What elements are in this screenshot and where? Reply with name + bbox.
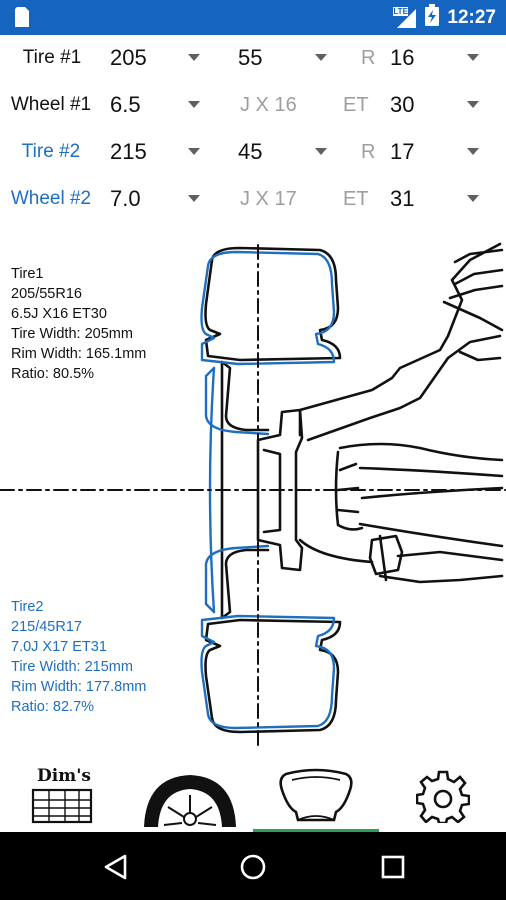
tire1-info-size: 205/55R16 [11, 286, 82, 302]
wheel-icon [143, 775, 236, 827]
system-navigation-bar [0, 832, 506, 900]
tire1-info: Tire1 205/55R16 6.5J X16 ET30 Tire Width… [11, 264, 146, 384]
wheel1-et-label: ET [343, 93, 369, 116]
tire2-info-tire-width: Tire Width: 215mm [11, 659, 133, 675]
tire2-rim-value: 17 [390, 139, 415, 164]
wheel1-label: Wheel #1 [10, 94, 92, 115]
battery-charging-icon [425, 4, 440, 31]
dimensions-tab[interactable]: Dim's [0, 760, 126, 832]
tire1-info-ratio: Ratio: 80.5% [11, 366, 95, 382]
tire1-profile-select[interactable]: 55 [238, 35, 338, 81]
tire2-info: Tire2 215/45R17 7.0J X17 ET31 Tire Width… [11, 597, 146, 717]
network-type-label: LTE [393, 6, 408, 16]
chevron-down-icon[interactable] [315, 54, 327, 61]
tire1-rim-select[interactable]: 16 [390, 35, 490, 81]
hub-drawing [256, 408, 304, 572]
chevron-down-icon[interactable] [188, 54, 200, 61]
tire2-rim-select[interactable]: 17 [390, 129, 490, 175]
wheel2-offset-select[interactable]: 31 [390, 176, 490, 222]
tire2-label: Tire #2 [21, 141, 81, 162]
chevron-down-icon[interactable] [188, 195, 200, 202]
wheel1-offset-select[interactable]: 30 [390, 82, 490, 128]
wheel2-offset-value: 31 [390, 186, 415, 211]
wheel2-label: Wheel #2 [10, 188, 92, 209]
wheel1-row: Wheel #1 6.5 J X 16 ET 30 [0, 82, 506, 128]
tire2-info-title: Tire2 [11, 599, 44, 615]
recents-square-icon [381, 855, 405, 879]
tire2-info-wheel: 7.0J X17 ET31 [11, 639, 107, 655]
active-tab-indicator [253, 829, 379, 832]
suspension-drawing [298, 242, 504, 584]
wheel1-offset-value: 30 [390, 92, 415, 117]
tire1-label: Tire #1 [22, 47, 82, 68]
bottom-toolbar: Dim's [0, 760, 506, 832]
tire1-width-select[interactable]: 205 [110, 35, 210, 81]
tire-profile-icon [279, 768, 353, 822]
settings-tab[interactable] [379, 760, 506, 832]
tire1-radial-label: R [361, 46, 376, 69]
tire2-profile-value: 45 [238, 139, 263, 164]
tire1-info-title: Tire1 [11, 266, 44, 282]
chevron-down-icon[interactable] [467, 148, 479, 155]
chevron-down-icon[interactable] [467, 101, 479, 108]
tire2-info-rim-width: Rim Width: 177.8mm [11, 679, 147, 695]
wheel2-et-label: ET [343, 187, 369, 210]
chevron-down-icon[interactable] [315, 148, 327, 155]
tire1-row: Tire #1 205 55 R 16 [0, 35, 506, 81]
tire1-rim-value: 16 [390, 45, 415, 70]
wheel2-width-value: 7.0 [110, 186, 141, 211]
wheel1-diameter-label: J X 16 [240, 93, 297, 116]
wheel1-width-select[interactable]: 6.5 [110, 82, 210, 128]
wheel-tab[interactable] [126, 760, 253, 832]
tire2-width-value: 215 [110, 139, 147, 164]
recents-button[interactable] [376, 850, 410, 884]
status-bar: LTE 12:27 [0, 0, 506, 35]
chevron-down-icon[interactable] [467, 195, 479, 202]
tire1-info-tire-width: Tire Width: 205mm [11, 326, 133, 342]
tire1-profile-value: 55 [238, 45, 263, 70]
network-signal-icon: LTE [393, 6, 417, 29]
home-button[interactable] [236, 850, 270, 884]
tire-profile-tab[interactable] [253, 760, 379, 832]
tire1-info-wheel: 6.5J X16 ET30 [11, 306, 107, 322]
wheel2-row: Wheel #2 7.0 J X 17 ET 31 [0, 176, 506, 222]
back-button[interactable] [98, 850, 132, 884]
settings-gear-icon [415, 770, 470, 823]
wheel-comparison-diagram [0, 242, 506, 746]
wheel1-width-value: 6.5 [110, 92, 141, 117]
clock-time: 12:27 [447, 6, 496, 28]
home-circle-icon [240, 854, 266, 880]
sim-card-icon [15, 7, 29, 32]
wheel2-width-select[interactable]: 7.0 [110, 176, 210, 222]
dimensions-table-icon: Dim's [31, 766, 95, 826]
tire2-info-ratio: Ratio: 82.7% [11, 699, 95, 715]
tire2-width-select[interactable]: 215 [110, 129, 210, 175]
tire1-width-value: 205 [110, 45, 147, 70]
dimensions-label: Dim's [37, 766, 91, 786]
tire2-profile-select[interactable]: 45 [238, 129, 338, 175]
tire2-row: Tire #2 215 45 R 17 [0, 129, 506, 175]
tire2-radial-label: R [361, 140, 376, 163]
tire2-info-size: 215/45R17 [11, 619, 82, 635]
chevron-down-icon[interactable] [188, 101, 200, 108]
chevron-down-icon[interactable] [188, 148, 200, 155]
back-triangle-icon [104, 854, 127, 880]
chevron-down-icon[interactable] [467, 54, 479, 61]
wheel2-diameter-label: J X 17 [240, 187, 297, 210]
tire1-info-rim-width: Rim Width: 165.1mm [11, 346, 147, 362]
